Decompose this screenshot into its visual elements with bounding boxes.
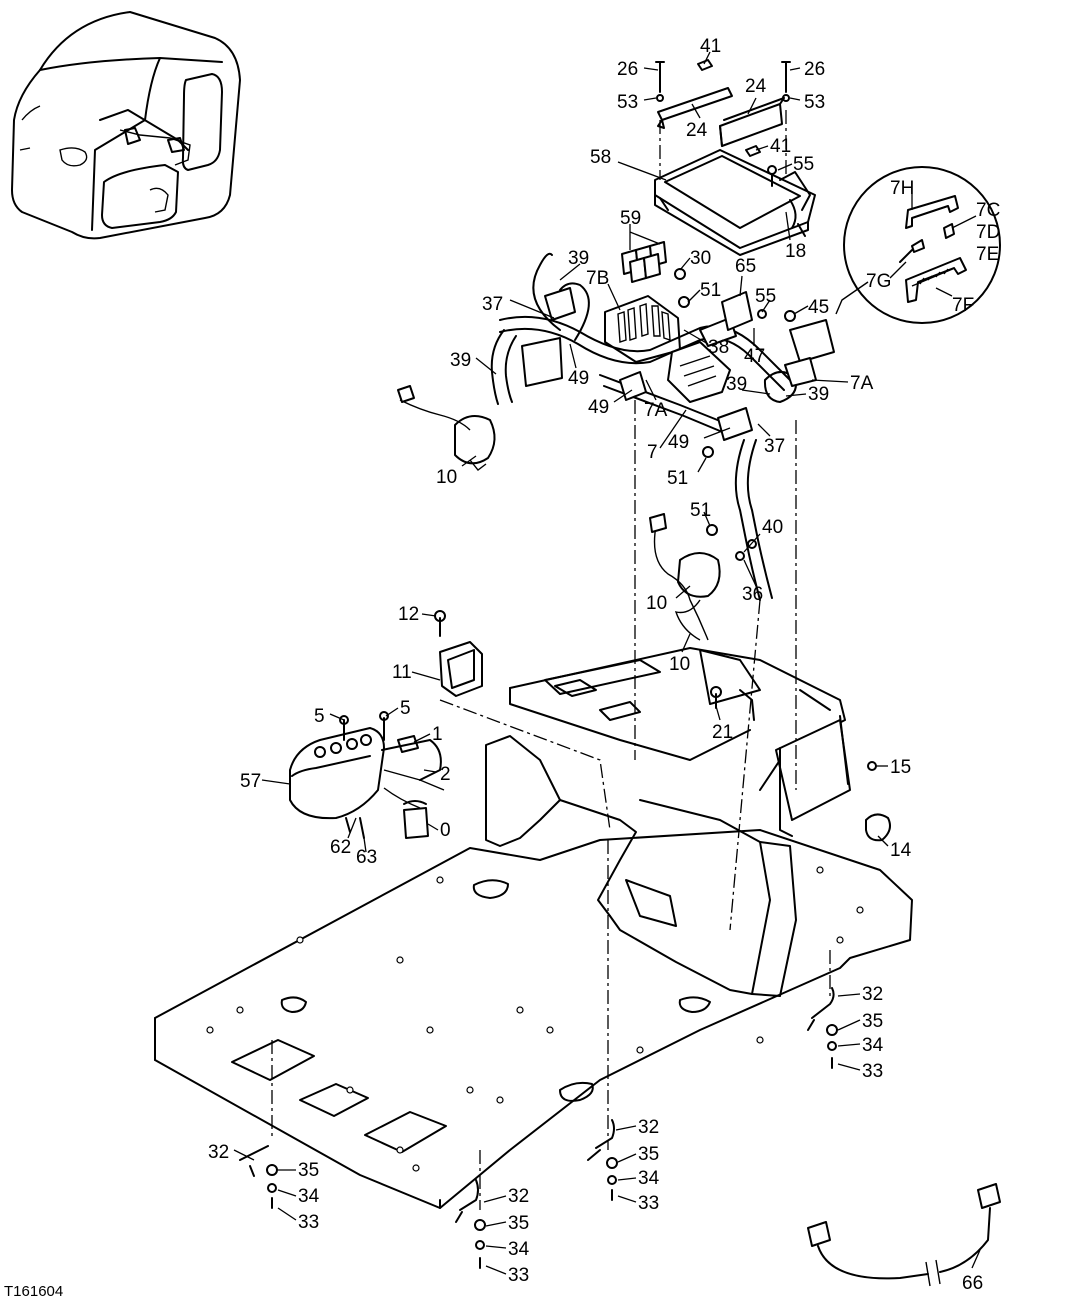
callout-41-top: 41	[700, 36, 721, 57]
callout-5-left: 5	[314, 706, 325, 727]
callout-38: 38	[708, 337, 729, 358]
callout-35-group-d: 35	[862, 1011, 883, 1032]
callout-18: 18	[785, 241, 806, 262]
callout-14: 14	[890, 840, 912, 861]
callout-66: 66	[962, 1273, 983, 1294]
callout-33-group-c: 33	[508, 1265, 529, 1286]
callout-37-right: 37	[764, 436, 785, 457]
callout-32-group-a: 32	[208, 1142, 229, 1163]
callout-7a-center: 7A	[644, 400, 668, 421]
callout-32-group-b: 32	[638, 1117, 659, 1138]
callout-35-group-c: 35	[508, 1213, 529, 1234]
floor-plate	[154, 829, 913, 1209]
callout-33-group-d: 33	[862, 1061, 883, 1082]
callout-32-group-d: 32	[862, 984, 883, 1005]
callout-47: 47	[744, 346, 765, 367]
callout-7e: 7E	[976, 244, 999, 265]
callout-26-right: 26	[804, 59, 825, 80]
callout-34-group-d: 34	[862, 1035, 884, 1056]
callout-53-right: 53	[804, 92, 825, 113]
callout-7c: 7C	[976, 200, 1000, 221]
callout-51-lower: 51	[690, 500, 711, 521]
callout-45: 45	[808, 297, 829, 318]
callout-65: 65	[735, 256, 756, 277]
callout-11: 11	[392, 662, 412, 683]
callout-32-group-c: 32	[508, 1186, 529, 1207]
callout-7: 7	[647, 442, 658, 463]
ground-strap-groups	[239, 987, 838, 1269]
callout-21: 21	[712, 722, 733, 743]
upper-frame	[485, 647, 851, 997]
callout-15: 15	[890, 757, 911, 778]
callout-2: 2	[440, 764, 451, 785]
figure-id: T161604	[4, 1283, 63, 1300]
callout-12: 12	[398, 604, 419, 625]
callout-0: 0	[440, 820, 451, 841]
callout-7f: 7F	[952, 295, 974, 316]
callout-10-center: 10	[646, 593, 667, 614]
main-harness-assembly	[397, 241, 835, 641]
callout-57: 57	[240, 771, 261, 792]
connector-detail-view	[835, 166, 1001, 324]
callout-7b: 7B	[586, 268, 609, 289]
callout-30: 30	[690, 248, 711, 269]
callout-5-right: 5	[400, 698, 411, 719]
callout-7h: 7H	[890, 178, 914, 199]
callout-34-group-c: 34	[508, 1239, 530, 1260]
callout-41-mid: 41	[770, 136, 791, 157]
callout-39-right: 39	[808, 384, 829, 405]
callout-59: 59	[620, 208, 641, 229]
callout-49-left: 49	[588, 397, 609, 418]
callout-7d: 7D	[976, 222, 1000, 243]
callout-51-upper: 51	[700, 280, 721, 301]
callout-26-left: 26	[617, 59, 638, 80]
callout-40: 40	[762, 517, 783, 538]
callout-1: 1	[432, 724, 443, 745]
alignment-lines	[271, 110, 831, 1210]
callout-49-lower: 49	[668, 432, 689, 453]
bracket-11	[434, 610, 483, 697]
callout-39-left: 39	[450, 350, 471, 371]
callout-55-mid: 55	[755, 286, 776, 307]
callout-10-left: 10	[436, 467, 457, 488]
callout-49-upper: 49	[568, 368, 589, 389]
callout-35-group-b: 35	[638, 1144, 659, 1165]
callout-24-right: 24	[745, 76, 767, 97]
callout-51-mid: 51	[667, 468, 688, 489]
callout-labels: 26 41 26 53 24 53 24 41 58 55 18 7H 7C 7…	[208, 36, 1000, 1294]
callout-62: 62	[330, 837, 351, 858]
leader-lines	[233, 51, 981, 1275]
callout-63: 63	[356, 847, 377, 868]
callout-7g: 7G	[866, 271, 891, 292]
callout-34-group-b: 34	[638, 1168, 660, 1189]
cab-locator-illustration	[11, 11, 241, 240]
callout-58: 58	[590, 147, 611, 168]
callout-36: 36	[742, 584, 763, 605]
callout-33-group-a: 33	[298, 1212, 319, 1233]
switch-panel-assembly	[289, 711, 445, 839]
controller-assembly	[654, 59, 816, 256]
callout-37-left: 37	[482, 294, 503, 315]
callout-35-group-a: 35	[298, 1160, 319, 1181]
callout-10-lower: 10	[669, 654, 690, 675]
callout-34-group-a: 34	[298, 1186, 320, 1207]
callout-24-left: 24	[686, 120, 708, 141]
cable-66	[807, 1183, 1001, 1287]
callout-33-group-b: 33	[638, 1193, 659, 1214]
callout-39-center: 39	[726, 374, 747, 395]
callout-7a-right: 7A	[850, 373, 874, 394]
callout-39-upper: 39	[568, 248, 589, 269]
callout-55-top: 55	[793, 154, 814, 175]
callout-53-left: 53	[617, 92, 638, 113]
